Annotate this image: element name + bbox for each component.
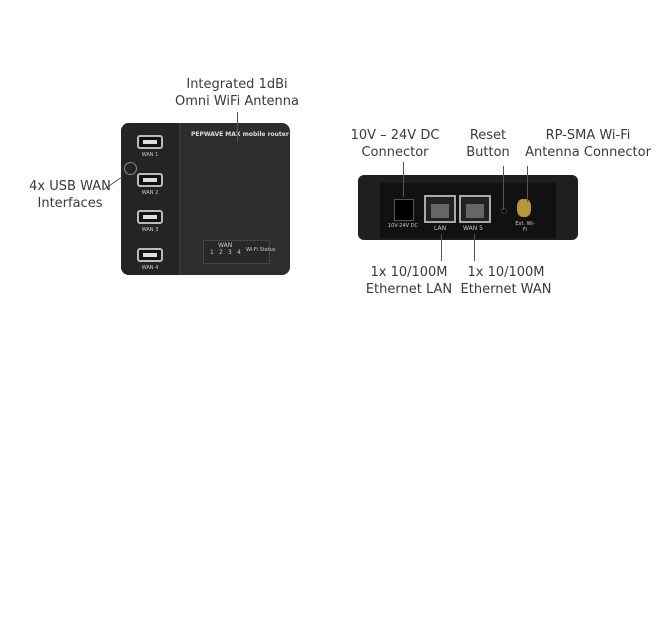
led-panel: WAN 1 2 3 4 Wi-Fi Status (203, 240, 275, 264)
usb-callout-circle (124, 162, 137, 175)
label-line: Button (466, 145, 510, 160)
wifi-connector-label: Ext. Wi-Fi (515, 221, 535, 233)
usb-label: WAN 3 (141, 227, 159, 233)
label-line: Antenna Connector (525, 145, 651, 160)
router-back-image: 10V-24V DC LAN WAN 5 Ext. Wi-Fi (358, 175, 578, 240)
usb-port-3 (137, 210, 163, 224)
callout-line (527, 166, 528, 202)
callout-line (403, 162, 404, 197)
antenna-connector (517, 199, 531, 217)
label-line: RP-SMA Wi-Fi (545, 128, 631, 143)
label-usb: 4x USB WAN Interfaces (22, 178, 118, 212)
led-wifi-label: Wi-Fi Status (246, 247, 276, 253)
callout-line (503, 166, 504, 210)
label-line: 4x USB WAN (29, 179, 111, 194)
label-line: Ethernet WAN (460, 282, 552, 297)
label-line: 1x 10/100M (467, 265, 545, 280)
label-lan: 1x 10/100M Ethernet LAN (354, 264, 464, 298)
led-wan-label: WAN (218, 242, 233, 249)
callout-line (474, 234, 475, 261)
lan-port (424, 195, 456, 223)
wan-port (459, 195, 491, 223)
led-num: 1 (210, 249, 214, 256)
label-line: Ethernet LAN (365, 282, 453, 297)
callout-line (237, 112, 238, 142)
label-line: Omni WiFi Antenna (174, 94, 299, 109)
led-num: 3 (228, 249, 232, 256)
callout-line (441, 234, 442, 261)
dc-label: 10V-24V DC (388, 223, 419, 229)
usb-label: WAN 4 (141, 265, 159, 271)
wan-port-label: WAN 5 (463, 225, 483, 232)
led-num: 2 (219, 249, 223, 256)
label-dc: 10V – 24V DC Connector (340, 127, 450, 161)
router-front-image: PEPWAVE MAX mobile router WAN 1 WAN 2 WA… (121, 123, 290, 275)
usb-port-1 (137, 135, 163, 149)
label-line: 10V – 24V DC (350, 128, 440, 143)
brand-text: PEPWAVE MAX mobile router (191, 131, 289, 138)
led-num: 4 (237, 249, 241, 256)
label-line: Integrated 1dBi (186, 77, 288, 92)
usb-port-2 (137, 173, 163, 187)
label-line: Interfaces (37, 196, 103, 211)
usb-port-4 (137, 248, 163, 262)
lan-port-label: LAN (434, 225, 447, 232)
usb-label: WAN 1 (141, 152, 159, 158)
usb-label: WAN 2 (141, 190, 159, 196)
dc-jack (394, 199, 414, 221)
label-line: Reset (469, 128, 507, 143)
label-line: Connector (361, 145, 429, 160)
reset-button (501, 208, 507, 214)
label-wan: 1x 10/100M Ethernet WAN (451, 264, 561, 298)
label-line: 1x 10/100M (370, 265, 448, 280)
